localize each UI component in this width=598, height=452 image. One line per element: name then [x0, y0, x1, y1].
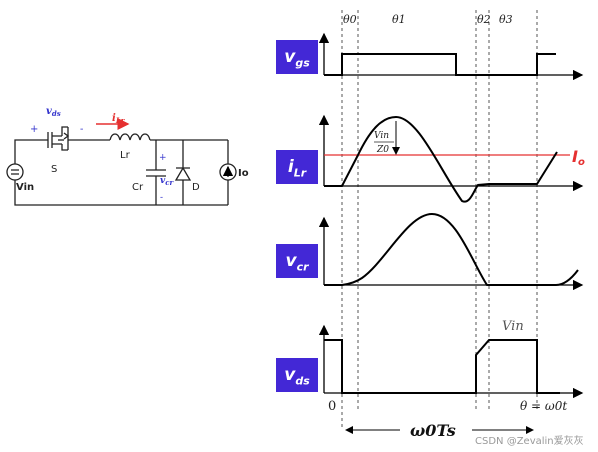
- io-label: Io: [572, 147, 585, 168]
- circuit-vds-minus: -: [80, 124, 83, 135]
- vds-waveform: [324, 339, 560, 394]
- watermark: CSDN @Zevalin爱灰灰: [475, 436, 584, 447]
- zero-label: 0: [328, 399, 336, 414]
- voltage-source-symbol: [6, 163, 24, 181]
- diode-symbol: [174, 140, 192, 205]
- switch-label: S: [51, 164, 57, 175]
- circuit-vds-plus: +: [30, 124, 38, 135]
- ilr-badge: iLr: [276, 150, 318, 184]
- ilr-waveform: [324, 115, 558, 203]
- phase-boundary-lines: [341, 10, 538, 430]
- resonant-circuit: [6, 126, 237, 206]
- current-source-symbol: [219, 140, 237, 205]
- circuit-vcr-label: vcr: [160, 176, 174, 187]
- vcr-plot: [318, 212, 584, 291]
- vgs-plot: [318, 32, 584, 81]
- vgs-waveform: [324, 53, 556, 76]
- theta3-label: θ3: [499, 13, 513, 26]
- vin-level-label: Vin: [502, 319, 524, 334]
- circuit-vds-label: vds: [46, 106, 61, 118]
- period-label: ω0Ts: [410, 421, 456, 440]
- vgs-badge: vgs: [276, 40, 318, 74]
- vin-z0-denominator: Z0: [376, 145, 389, 155]
- vcr-waveform: [324, 212, 579, 286]
- cap-minus: -: [160, 193, 163, 203]
- cap-plus: +: [159, 153, 167, 163]
- ilr-plot: [318, 114, 584, 203]
- mosfet-switch-symbol: [40, 126, 110, 151]
- vcr-badge: vcr: [276, 244, 318, 278]
- inductor-label: Lr: [120, 150, 131, 161]
- vds-badge: vds: [276, 358, 318, 392]
- circuit-ilr-label: iLr: [112, 113, 126, 125]
- theta0-label: θ0: [343, 13, 357, 26]
- capacitor-label: Cr: [132, 182, 144, 193]
- theta2-label: θ2: [477, 13, 491, 26]
- vin-z0-numerator: Vin: [374, 131, 389, 141]
- theta1-label: θ1: [392, 13, 406, 26]
- vds-plot: [318, 324, 584, 399]
- diode-label: D: [192, 182, 200, 193]
- io-source-label: Io: [238, 168, 249, 179]
- capacitor-symbol: [146, 140, 166, 205]
- vin-source-label: Vin: [16, 182, 34, 193]
- theta-axis-label: θ = ω0t: [520, 399, 567, 413]
- inductor-symbol: [109, 133, 228, 141]
